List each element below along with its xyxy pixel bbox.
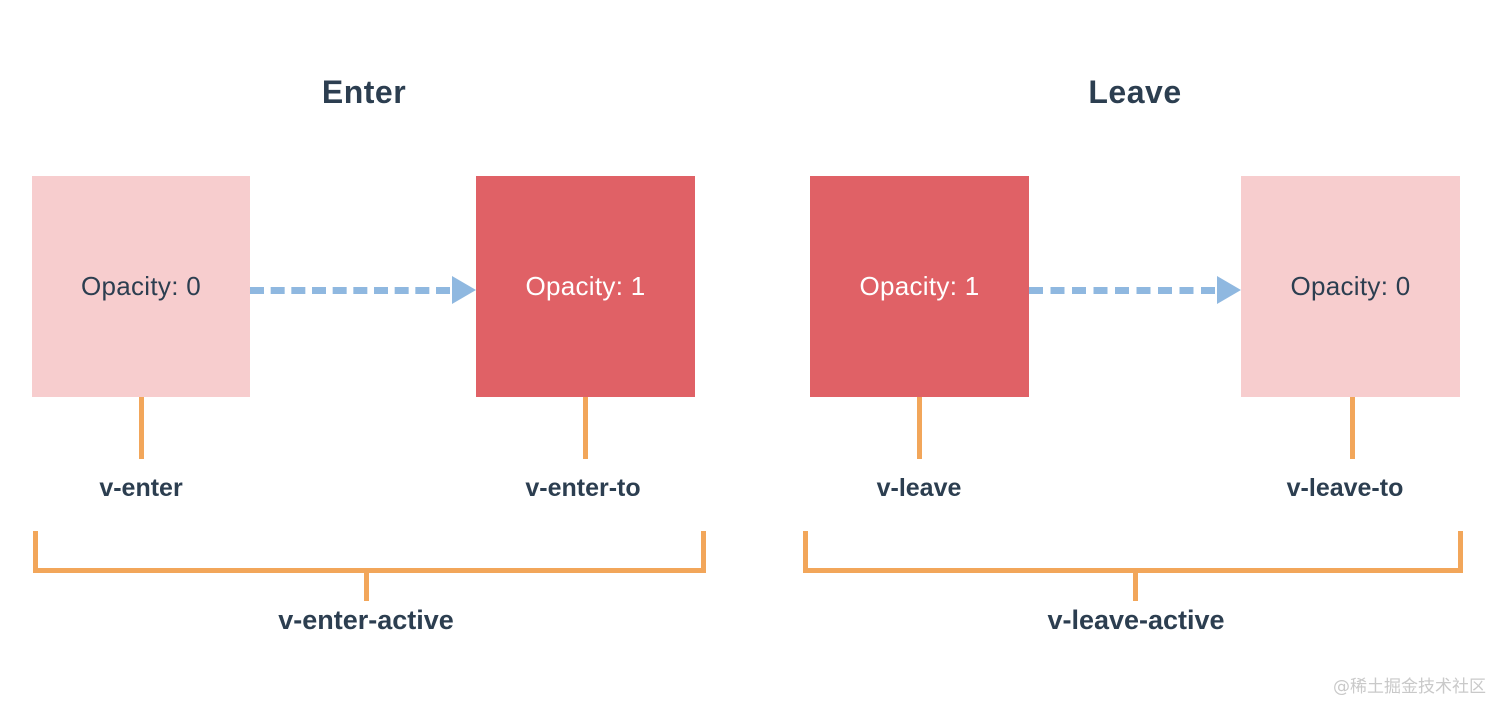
leave-end-box: Opacity: 0 [1241, 176, 1460, 397]
arrow-dashed-line-icon [1029, 286, 1215, 294]
arrow-dashed-line-icon [250, 286, 450, 294]
leave-end-box-label: Opacity: 0 [1290, 271, 1411, 301]
enter-start-stem [139, 397, 144, 459]
label-v-enter-to: v-enter-to [525, 474, 641, 502]
enter-transition-arrow [250, 276, 476, 304]
label-v-enter: v-enter [99, 474, 183, 502]
section-title-leave: Leave [1088, 74, 1182, 110]
label-v-leave-to: v-leave-to [1286, 474, 1404, 502]
leave-transition-arrow [1029, 276, 1241, 304]
leave-end-stem [1350, 397, 1355, 459]
leave-start-box-label: Opacity: 1 [859, 271, 980, 301]
label-v-leave-active: v-leave-active [1047, 605, 1225, 635]
leave-active-bracket-stem [1133, 568, 1138, 601]
enter-end-stem [583, 397, 588, 459]
enter-start-box-label: Opacity: 0 [80, 271, 202, 301]
enter-active-bracket [33, 531, 706, 573]
enter-end-box: Opacity: 1 [476, 176, 695, 397]
enter-active-bracket-stem [364, 568, 369, 601]
leave-active-bracket [803, 531, 1463, 573]
label-v-enter-active: v-enter-active [278, 605, 454, 635]
section-title-enter: Enter [321, 74, 407, 110]
arrow-head-icon [452, 276, 476, 304]
enter-start-box: Opacity: 0 [32, 176, 250, 397]
watermark: @稀土掘金技术社区 [1333, 677, 1486, 697]
leave-start-stem [917, 397, 922, 459]
leave-start-box: Opacity: 1 [810, 176, 1029, 397]
enter-end-box-label: Opacity: 1 [525, 271, 646, 301]
arrow-head-icon [1217, 276, 1241, 304]
label-v-leave: v-leave [876, 474, 962, 502]
